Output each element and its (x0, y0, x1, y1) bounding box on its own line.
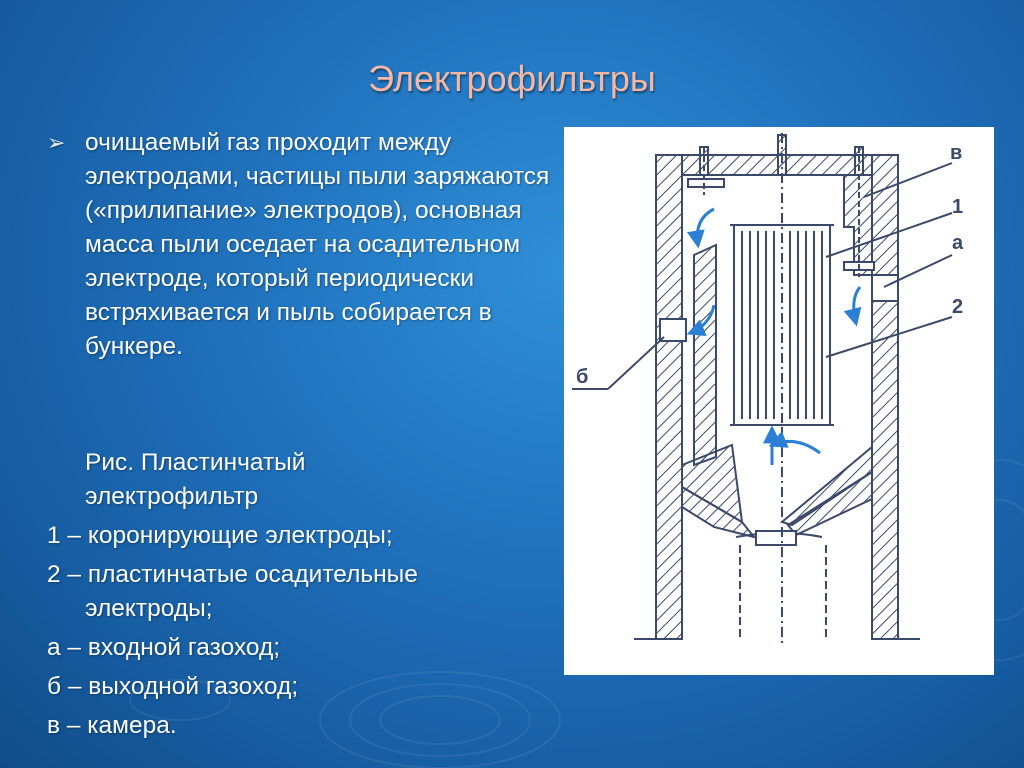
dust-discharge (735, 427, 827, 647)
hopper-neck-left (681, 485, 757, 539)
gas-flow-arrow (686, 304, 716, 337)
label-2: 2 (952, 296, 963, 318)
gas-flow-arrow (843, 286, 862, 327)
legend-item: 2 – пластинчатые осадительные электроды; (47, 561, 418, 622)
electrode-pack (730, 133, 834, 427)
gas-flow-arrow (686, 207, 715, 249)
bullet-text: очищаемый газ проходит между электродами… (85, 129, 550, 360)
discharge-rod (687, 146, 725, 195)
legend-item: а – входной газоход; (47, 634, 281, 661)
slide-title: Электрофильтры (368, 58, 656, 99)
inner-baffle (693, 243, 717, 467)
outlet-duct-opening (659, 318, 687, 342)
label-1: 1 (952, 196, 963, 218)
housing-wall-right (871, 154, 899, 640)
legend-item: 1 – коронирующие электроды; (47, 522, 393, 549)
chamber-rapper (843, 146, 875, 277)
arrow-bullet-icon: ➢ (47, 130, 66, 155)
label-b: б (576, 366, 588, 388)
electrostatic-precipitator-diagram: в 1 а 2 б (564, 127, 994, 675)
label-a: а (952, 232, 964, 254)
gas-flow-arrow (768, 431, 821, 455)
legend-item: в – камера. (47, 712, 177, 739)
legend-list: 1 – коронирующие электроды; 2 – пластинч… (47, 519, 547, 748)
label-v: в (950, 142, 962, 164)
legend-item: б – выходной газоход; (47, 673, 299, 700)
figure-caption: Рис. Пластинчатый электрофильтр (85, 449, 306, 510)
inlet-duct-opening (871, 274, 899, 302)
housing-wall-left (655, 154, 683, 640)
